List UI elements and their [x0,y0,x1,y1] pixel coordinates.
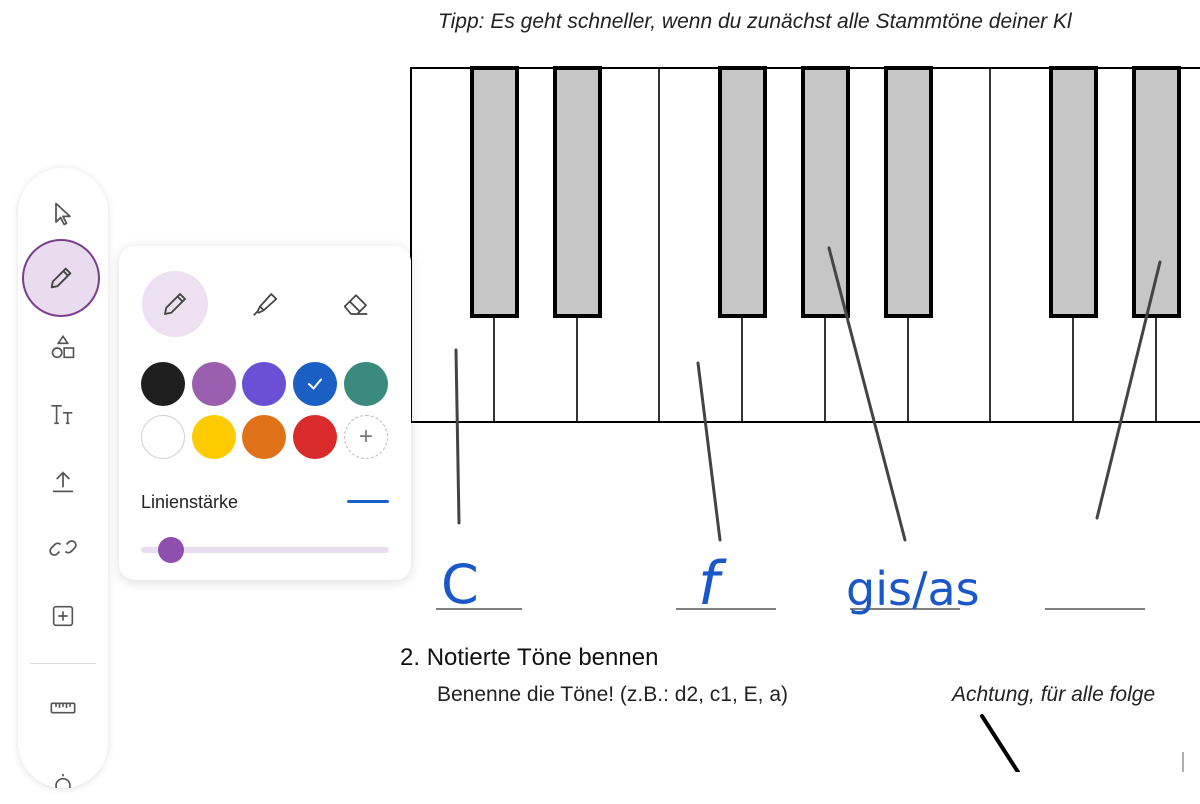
black-key [470,66,519,318]
link-tool-button[interactable] [33,518,93,578]
select-tool-button[interactable] [33,184,93,244]
text-tool-button[interactable] [33,384,93,444]
partial-tool-icon [55,774,71,788]
attention-note: Achtung, für alle folge [952,683,1156,706]
pen-type-eraser-button[interactable] [323,271,389,337]
pen-type-pen-button[interactable] [142,271,208,337]
pen-icon [50,267,72,289]
more-tool-button[interactable] [33,744,93,804]
color-swatch-white[interactable] [141,415,185,459]
add-box-icon [52,605,74,627]
handwritten-answer-f: f [698,549,720,619]
upload-icon [52,471,74,493]
plus-icon: + [358,423,373,450]
black-key [718,66,767,318]
pen-tool-button[interactable] [24,241,98,315]
shapes-tool-button[interactable] [33,318,93,378]
section-title: Notierte Töne bennen [426,644,659,671]
drawing-toolbar [18,168,108,788]
ruler-tool-button[interactable] [33,678,93,738]
pointer-line [827,246,907,542]
toolbar-divider [30,663,96,664]
pointer-line [454,348,461,525]
handwritten-answer-c: C [441,553,479,616]
add-box-tool-button[interactable] [33,586,93,646]
color-swatch-black[interactable] [141,362,185,406]
black-key [1049,66,1098,318]
add-color-button[interactable]: + [344,415,388,459]
line-width-slider-thumb[interactable] [157,537,184,563]
shapes-icon [51,334,75,359]
color-swatch-blue[interactable] [293,362,337,406]
black-key [553,66,602,318]
selected-check-icon [293,362,337,406]
pen-icon [164,293,186,315]
line-width-preview [347,500,389,503]
worksheet-canvas[interactable]: Tipp: Es geht schneller, wenn du zunächs… [0,0,1200,772]
eraser-icon [343,294,368,315]
ruler-icon [50,702,76,714]
section-number: 2. [400,644,421,671]
pointer-line [1095,260,1162,520]
color-swatch-yellow[interactable] [192,415,236,459]
pointer-line [696,361,722,542]
section-description: Benenne die Töne! (z.B.: d2, c1, E, a) [437,683,788,706]
highlighter-icon [253,293,278,316]
text-icon [51,405,73,425]
color-swatch-orange[interactable] [242,415,286,459]
color-swatch-purple[interactable] [192,362,236,406]
color-swatch-teal[interactable] [344,362,388,406]
cursor-icon [55,202,71,226]
black-key [884,66,933,318]
line-width-slider[interactable] [141,537,389,563]
pen-options-panel: + Linienstärke [119,246,411,580]
handwritten-answer-gis-as: gis/as [846,562,980,616]
tip-text: Tipp: Es geht schneller, wenn du zunächs… [438,10,1072,33]
section-heading: 2. Notierte Töne bennen [400,644,658,672]
link-icon [49,540,77,556]
arrow-line [980,714,1020,772]
piano-keyboard [410,66,1200,772]
upload-tool-button[interactable] [33,452,93,512]
pen-type-highlighter-button[interactable] [232,271,298,337]
line-width-label: Linienstärke [141,492,239,512]
black-key [801,66,850,318]
color-swatch-violet[interactable] [242,362,286,406]
color-swatch-red[interactable] [293,415,337,459]
black-key [1132,66,1181,318]
